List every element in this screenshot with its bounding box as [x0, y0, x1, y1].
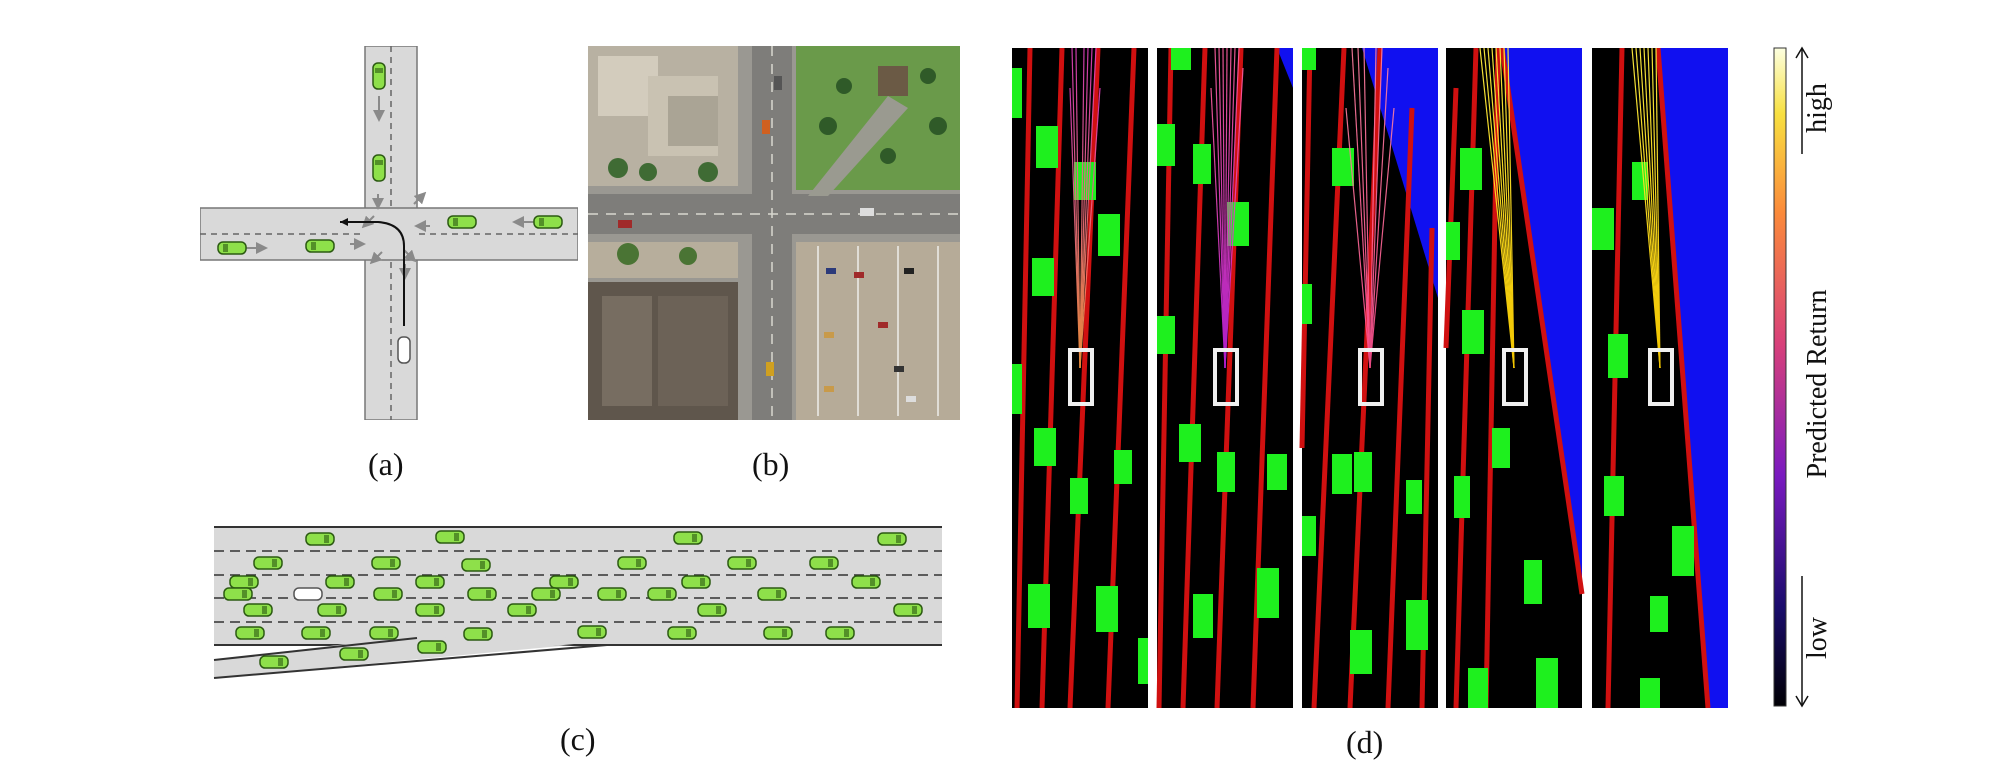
- colorbar-low-label: low: [1802, 616, 1833, 659]
- return-grid-panels: [1012, 48, 1728, 708]
- panel-d-return-grids: [1012, 48, 1728, 708]
- caption-a: (a): [368, 446, 404, 482]
- panel-b-aerial-view: [588, 46, 960, 420]
- colorbar-high-label: high: [1802, 83, 1833, 133]
- intersection-diagram: [200, 46, 578, 420]
- grid-frame-3: [1299, 48, 1438, 708]
- grid-frame-2: [1156, 48, 1293, 708]
- panel-a-intersection: [200, 46, 578, 420]
- colorbar-gradient: [1773, 47, 1787, 707]
- aerial-city-image: [588, 46, 960, 420]
- colorbar-title: Predicted Return: [1802, 290, 1833, 479]
- grid-frame-5: [1592, 48, 1728, 708]
- caption-c: (c): [560, 721, 596, 757]
- grid-frame-4: [1443, 48, 1585, 708]
- panel-c-highway: [212, 520, 944, 684]
- grid-frame-1: [1012, 48, 1148, 708]
- highway-merge-diagram: [213, 526, 942, 679]
- caption-d: (d): [1346, 724, 1384, 760]
- colorbar: high Predicted Return low: [1766, 44, 1846, 710]
- caption-b: (b): [752, 446, 790, 482]
